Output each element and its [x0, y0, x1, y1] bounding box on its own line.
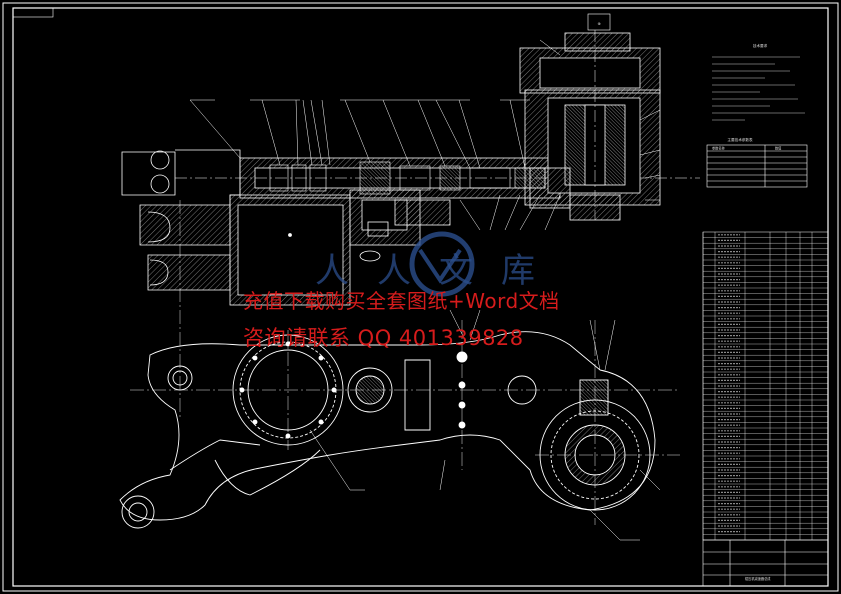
spec-header-param: 参数名称	[712, 146, 726, 151]
spec-header-value: 数值	[775, 146, 782, 151]
section-view-top	[121, 99, 700, 306]
watermark-line-2: 咨询请联系 QQ 401339828	[243, 326, 524, 350]
spec-table: 主要技术参数表 参数名称 数值	[706, 137, 808, 188]
svg-text:⊕: ⊕	[597, 21, 600, 26]
parts-list	[702, 231, 829, 541]
tech-notes: 技术要求	[712, 43, 805, 121]
title-block: 辊压机减速器总成	[702, 539, 829, 587]
spec-table-title: 主要技术参数表	[727, 137, 753, 142]
title-block-name: 辊压机减速器总成	[745, 576, 771, 581]
tag-box	[587, 13, 611, 31]
gearbox-head	[519, 30, 661, 221]
arm-view-bottom	[119, 200, 680, 541]
watermark-line-1: 充值下载购买全套图纸+Word文档	[243, 289, 560, 313]
notes-title: 技术要求	[753, 43, 768, 48]
watermark-logo: 人人文库	[315, 231, 563, 297]
watermark-logo-text: 人人文库	[315, 251, 563, 291]
